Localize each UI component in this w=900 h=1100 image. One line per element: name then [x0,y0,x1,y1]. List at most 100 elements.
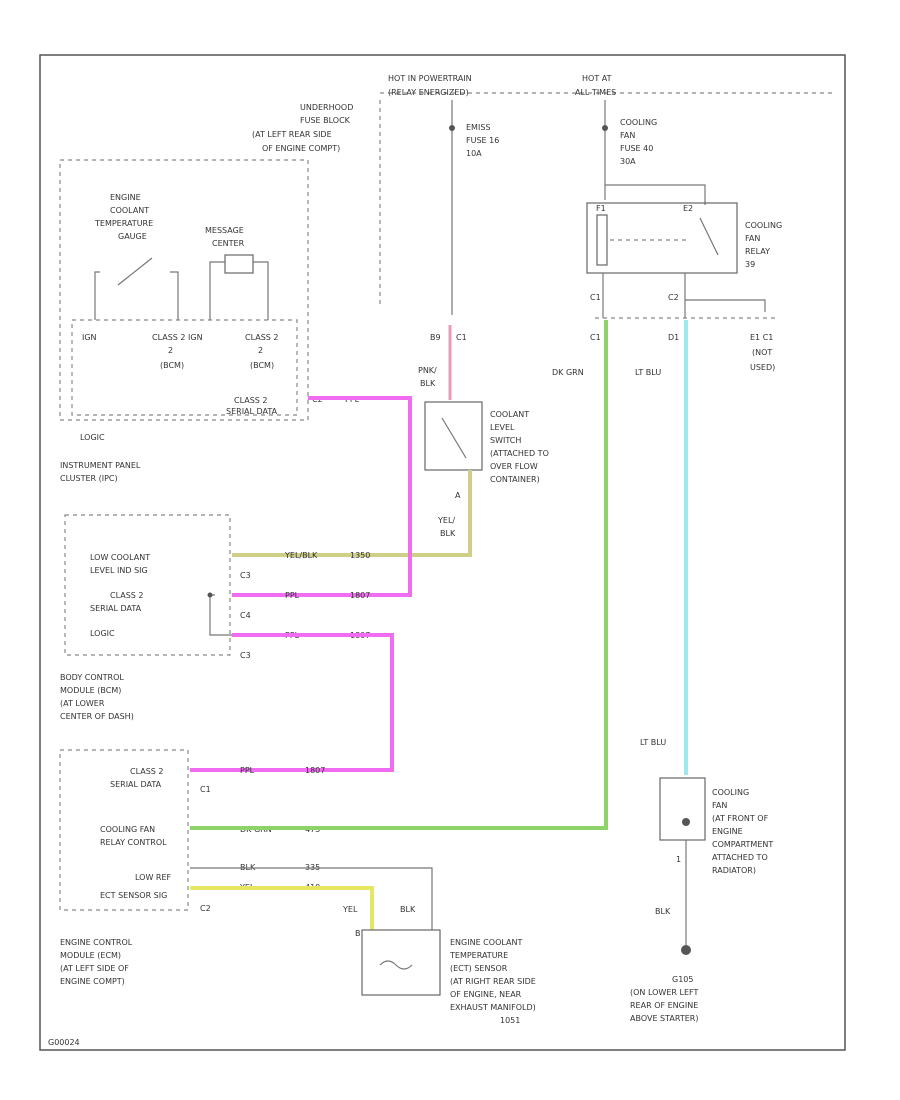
ipc-class2-bcm2-1: CLASS 2 [245,333,279,342]
ect-label-4: (AT RIGHT REAR SIDE [450,977,536,986]
bcm-logic: LOGIC [90,629,115,638]
ipc-class2-bcm2-2: 2 [258,346,263,355]
pin-b: B [355,929,361,938]
ipc-serial-2: SERIAL DATA [226,407,278,416]
cooling-fan-motor [659,777,706,841]
ecm-outline [59,749,189,911]
gauge-left-wire [94,271,100,320]
ecm-low-ref: LOW REF [135,873,172,882]
ect-label-5: OF ENGINE, NEAR [450,990,522,999]
ipc-gauge-label-3: TEMPERATURE [94,219,153,228]
c-ecm2: C2 [200,904,211,913]
ground-label-4: ABOVE STARTER) [630,1014,698,1023]
circuit-8: 1051 [500,1016,520,1025]
footer-id: G00024 [48,1038,80,1047]
fan-label-7: RADIATOR) [712,866,756,875]
ecm-name-3: (AT LEFT SIDE OF [60,964,129,973]
ecm-serial-2: SERIAL DATA [110,780,162,789]
ecm-relay-2: RELAY CONTROL [100,838,167,847]
switch-label-5: OVER FLOW [490,462,538,471]
diagram-frame [39,54,846,1051]
pin-b9: B9 [430,333,441,342]
emiss-fuse-icon [449,125,455,131]
msg-right-wire [253,261,269,320]
emiss-label-1: EMISS [466,123,490,132]
ipc-class2-bcm-3: (BCM) [160,361,184,370]
hot-all-label: HOT AT [582,74,612,83]
ect-label-3: (ECT) SENSOR [450,964,508,973]
wire-blk-fan: BLK [655,907,671,916]
ect-label-6: EXHAUST MANIFOLD) [450,1003,536,1012]
ground-label-2: (ON LOWER LEFT [630,988,698,997]
relay-contact-icon [699,217,719,256]
wire-pnk-blk-2: BLK [420,379,436,388]
wire-blk-ect: BLK [400,905,416,914]
c-x1: C2 [668,293,679,302]
bcm-serial-1: CLASS 2 [110,591,144,600]
bcm-low-2: LEVEL IND SIG [90,566,148,575]
c-ecm1: C1 [200,785,211,794]
yel-blk-wire [232,470,472,557]
fan-motor-icon [682,818,690,826]
ipc-ign: IGN [82,333,97,342]
switch-label-6: CONTAINER) [490,475,540,484]
ecm-relay-1: COOLING FAN [100,825,155,834]
emiss-label-3: 10A [466,149,482,158]
wire-yel-blk-2: BLK [440,529,456,538]
bcm-splice-icon [207,592,213,598]
wire-yel-ect: YEL [342,905,358,914]
fuse-block-label-2: FUSE BLOCK [300,116,351,125]
relay-label-2: FAN [745,234,760,243]
ipc-serial-wire [232,396,412,597]
switch-contact-icon [441,417,467,459]
cool-fuse-label-4: 30A [620,157,636,166]
c-bcm3: C3 [240,651,251,660]
not-used-2: USED) [750,363,775,372]
cool-fuse-label-1: COOLING [620,118,657,127]
circuit-4: 1807 [305,766,325,775]
switch-label-1: COOLANT [490,410,529,419]
bcm-name-4: CENTER OF DASH) [60,712,134,721]
ipc-gauge-label-2: COOLANT [110,206,149,215]
pin-f1: F1 [596,204,606,213]
ecm-serial-1: CLASS 2 [130,767,164,776]
low-ref-wire [190,867,433,930]
ipc-gauge-label-1: ENGINE [110,193,141,202]
fan-label-3: (AT FRONT OF [712,814,769,823]
c-x2: C1 [456,333,467,342]
bcm-splice [209,594,232,636]
fan-label-4: ENGINE [712,827,743,836]
relay-energized-label: (RELAY ENERGIZED) [388,88,469,97]
ground-label-1: G105 [672,975,693,984]
msg-left-wire [209,261,225,320]
ipc-name-1: INSTRUMENT PANEL [60,461,141,470]
ect-sensor [361,929,441,996]
cooling-fan-relay [586,202,738,274]
ect-sensor-icon [379,960,413,970]
switch-label-2: LEVEL [490,423,515,432]
c-x3: C1 [590,293,601,302]
msg-center-label-2: CENTER [212,239,245,248]
wire-ppl-bcm1: PPL [285,591,300,600]
ecm-name-1: ENGINE CONTROL [60,938,133,947]
gauge-right-wire [170,271,179,320]
fan-label-6: ATTACHED TO [712,853,768,862]
relay-label-1: COOLING [745,221,782,230]
bcm-outline [64,514,231,656]
coolant-level-switch [424,401,483,471]
relay-label-4: 39 [745,260,755,269]
bcm-name-1: BODY CONTROL [60,673,124,682]
wire-pnk-blk-1: PNK/ [418,366,437,375]
switch-label-4: (ATTACHED TO [490,449,549,458]
c-x4: E1 C1 [750,333,773,342]
msg-center-label-1: MESSAGE [205,226,244,235]
ipc-outline [59,159,309,421]
pin-c1: C1 [590,333,601,342]
relay-label-3: RELAY [745,247,770,256]
bcm-name-2: MODULE (BCM) [60,686,121,695]
hot-pt-label: HOT IN POWERTRAIN [388,74,472,83]
wire-dk-grn: DK GRN [552,368,584,377]
fuse-block-label-1: UNDERHOOD [300,103,353,112]
dk-grn-relay-control-wire [190,320,608,830]
